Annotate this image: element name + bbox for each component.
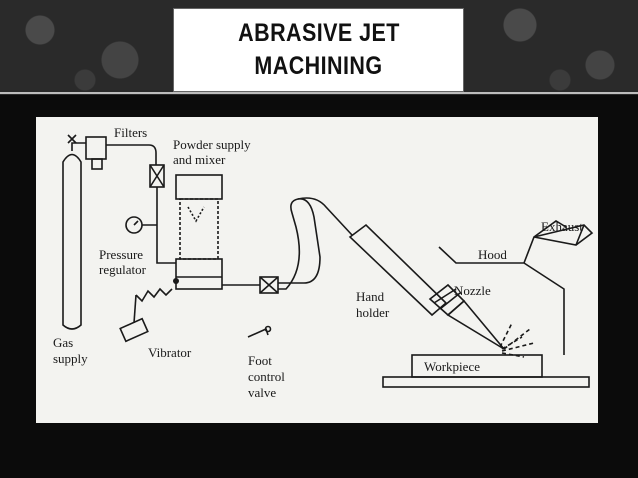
vibrator-spring (135, 287, 173, 303)
slide-title-line-2: MACHINING (254, 52, 383, 80)
abrasive-jet-machining-diagram: Filters Powder supply and mixer Pressure… (36, 117, 598, 423)
label-filters: Filters (114, 125, 147, 140)
hand-holder (348, 223, 448, 317)
filter-bottom (91, 158, 103, 170)
regulator-pipe (156, 187, 176, 264)
hose (278, 198, 321, 290)
vibrator (119, 317, 149, 343)
valve-cross (67, 134, 77, 144)
gas-cylinder (62, 153, 82, 330)
label-gas-2: supply (53, 351, 88, 366)
label-workpiece: Workpiece (424, 359, 480, 374)
label-powder-supply-1: Powder supply (173, 137, 251, 152)
label-pressure-1: Pressure (99, 247, 143, 262)
label-hood: Hood (478, 247, 507, 262)
label-foot-1: Foot (248, 353, 272, 368)
slide-title-box: ABRASIVE JET MACHINING (173, 8, 464, 92)
powder-mixer-top (175, 174, 223, 200)
slide-title-line-1: ABRASIVE JET (237, 19, 400, 47)
label-foot-2: control (248, 369, 285, 384)
foot-control-valve (259, 276, 279, 294)
label-hand-2: holder (356, 305, 390, 320)
header-divider (0, 92, 638, 94)
label-vibrator: Vibrator (148, 345, 192, 360)
label-foot-3: valve (248, 385, 276, 400)
label-exhaust: Exhaust (541, 219, 583, 234)
gas-pipe-up (71, 142, 86, 151)
label-pressure-2: regulator (99, 262, 147, 277)
label-powder-supply-2: and mixer (173, 152, 226, 167)
mixer-base (175, 258, 223, 290)
hood (438, 246, 565, 355)
filter-pipe (106, 144, 157, 165)
nozzle-tip (446, 299, 505, 350)
vibrator-pivot (173, 278, 179, 284)
powder-mixer-body (179, 198, 219, 260)
label-nozzle: Nozzle (454, 283, 491, 298)
abrasive-jet (499, 322, 535, 358)
label-hand-1: Hand (356, 289, 385, 304)
machine-table (382, 376, 590, 388)
exhaust-cone (533, 224, 594, 246)
filter-housing (85, 136, 107, 160)
label-gas-1: Gas (53, 335, 73, 350)
